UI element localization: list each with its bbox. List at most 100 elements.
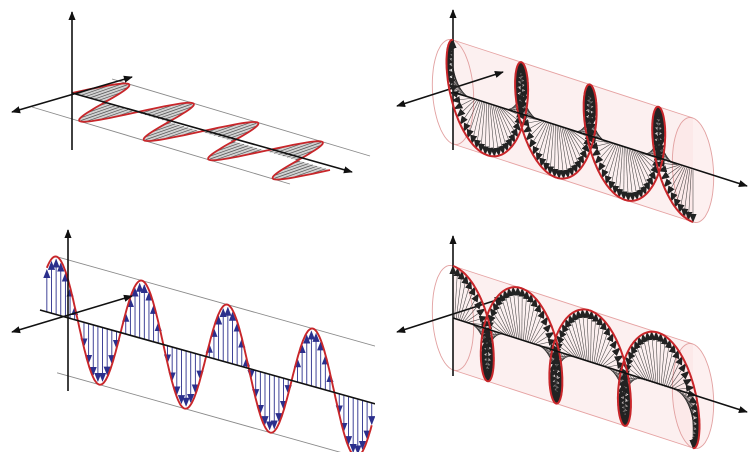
linear-horizontal-polarization-panel [11, 11, 371, 185]
field-vector [608, 146, 620, 191]
field-vector [291, 150, 314, 159]
field-vector [481, 102, 490, 156]
field-vector [579, 308, 588, 362]
field-vector [456, 99, 476, 118]
field-vector [559, 126, 571, 179]
field-vector [568, 314, 583, 361]
field-vector [569, 129, 591, 153]
field-vector [209, 145, 249, 160]
field-vector [517, 113, 540, 122]
field-vector [463, 300, 483, 322]
field-vector [670, 370, 690, 389]
field-vector [624, 148, 632, 202]
field-vector [455, 270, 465, 320]
field-vector [149, 102, 187, 117]
field-vector [450, 96, 473, 104]
field-vector [275, 163, 309, 176]
field-vector [502, 289, 516, 339]
field-vector [528, 122, 547, 149]
field-vector [662, 339, 673, 387]
field-vector [153, 103, 193, 118]
field-vector [672, 378, 693, 390]
field-vector [467, 315, 489, 323]
field-vector [535, 123, 550, 162]
field-vector [630, 149, 644, 199]
field-vector [146, 124, 180, 138]
field-vector [531, 316, 549, 344]
field-vector [597, 144, 615, 172]
field-vector [644, 331, 655, 384]
field-vector [636, 151, 657, 181]
field-vector [486, 103, 494, 157]
field-vector [640, 333, 654, 384]
field-vector [655, 159, 678, 168]
field-vector [144, 104, 174, 116]
field-vector [670, 167, 686, 202]
propagation-axis [452, 91, 748, 187]
field-vector [660, 335, 669, 386]
wave-curve [45, 255, 373, 452]
field-vector [627, 350, 647, 382]
field-vector [667, 355, 683, 388]
propagation-axis [452, 317, 748, 413]
field-vector [663, 166, 683, 188]
field-vector [593, 316, 603, 364]
guide-line-upper [111, 78, 371, 157]
field-vector [681, 168, 691, 218]
cylinder-edge-top [452, 39, 694, 119]
field-vector [558, 328, 579, 359]
field-vector [668, 362, 687, 389]
field-vector [453, 98, 474, 110]
field-vector [630, 344, 649, 382]
field-vector [218, 122, 257, 137]
field-vector [280, 165, 318, 180]
transverse-axis [11, 75, 133, 114]
field-vector [228, 147, 258, 159]
field-vector [281, 161, 305, 171]
field-vector [677, 168, 689, 214]
field-vector [222, 125, 256, 139]
field-vector [603, 355, 624, 368]
field-vector [660, 165, 681, 180]
field-vector [587, 310, 595, 363]
field-vector [612, 146, 622, 195]
field-vector [565, 318, 582, 360]
field-vector [529, 309, 545, 344]
field-vector [510, 286, 519, 340]
circular-left-polarization-panel [396, 235, 748, 450]
field-vector [522, 120, 543, 133]
field-vector [446, 75, 468, 97]
field-vector [575, 309, 587, 362]
field-vector [506, 287, 518, 339]
field-vector [588, 142, 610, 150]
field-vector [473, 101, 484, 149]
field-vector [601, 144, 617, 179]
field-vector [656, 332, 665, 386]
field-vector [213, 122, 251, 136]
field-vector [151, 127, 189, 141]
field-vector [292, 167, 322, 178]
field-vector [591, 143, 612, 157]
field-vector [628, 149, 640, 201]
field-vector [594, 143, 614, 165]
field-vector [217, 142, 240, 152]
field-vector [685, 169, 693, 221]
field-vector [522, 289, 530, 341]
field-vector [489, 307, 510, 337]
field-vector [465, 308, 486, 323]
propagation-axis [39, 309, 375, 405]
transverse-axis [396, 297, 504, 333]
field-vector [558, 126, 567, 180]
field-vector [162, 111, 185, 121]
field-vector [145, 126, 184, 141]
field-vector [627, 148, 636, 202]
field-vector [599, 339, 618, 366]
field-vector [667, 166, 684, 196]
field-vector [634, 340, 651, 383]
field-vector [447, 83, 470, 98]
linear-vertical-polarization-panel [11, 229, 375, 452]
field-vector [601, 347, 621, 367]
field-vector [466, 100, 481, 139]
field-vector [583, 308, 591, 363]
